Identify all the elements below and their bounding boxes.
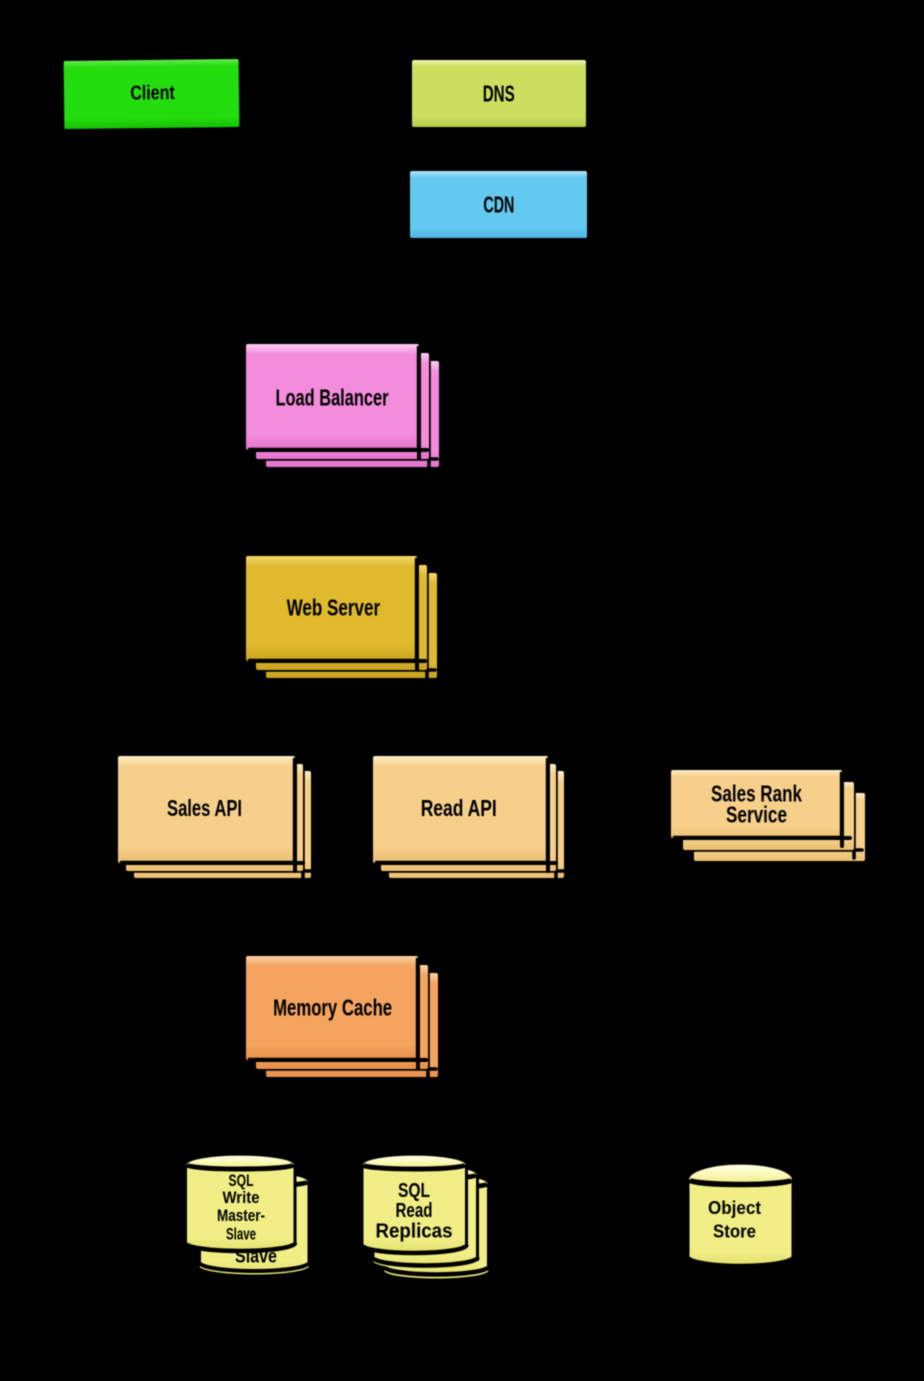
svg-text:Service: Service [726, 802, 787, 828]
svg-text:SQL: SQL [229, 1171, 254, 1190]
svg-text:Web Server: Web Server [287, 595, 381, 621]
svg-text:Sales Rank: Sales Rank [711, 781, 802, 807]
svg-text:Sales API: Sales API [167, 795, 242, 821]
svg-text:CDN: CDN [483, 192, 514, 218]
svg-text:DNS: DNS [483, 81, 515, 107]
svg-text:Write: Write [223, 1188, 260, 1207]
svg-text:Replicas: Replicas [376, 1221, 453, 1243]
svg-text:Read: Read [396, 1200, 433, 1222]
svg-text:Master-: Master- [217, 1206, 265, 1225]
svg-text:SQL: SQL [398, 1180, 430, 1202]
svg-text:Memory Cache: Memory Cache [273, 995, 392, 1021]
svg-text:Client: Client [130, 82, 175, 105]
svg-text:Slave: Slave [226, 1224, 256, 1243]
svg-text:Object: Object [708, 1198, 761, 1218]
svg-text:Read API: Read API [421, 795, 497, 821]
svg-text:Store: Store [713, 1222, 756, 1242]
svg-text:Load Balancer: Load Balancer [276, 385, 389, 411]
